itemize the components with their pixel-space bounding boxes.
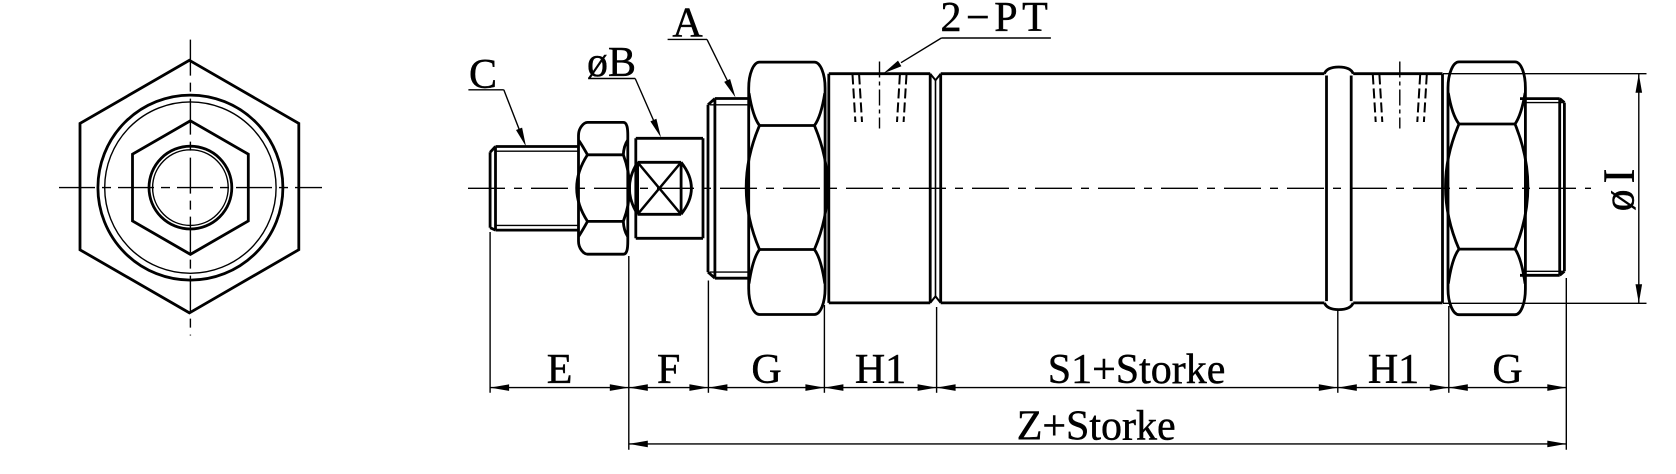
svg-text:E: E [547,347,573,393]
svg-text:C: C [469,52,497,98]
svg-text:Z+Storke: Z+Storke [1017,403,1176,449]
svg-text:G: G [1492,347,1522,393]
svg-text:S1+Storke: S1+Storke [1048,347,1226,393]
svg-text:øI: øI [1595,163,1644,212]
svg-text:H1: H1 [1368,347,1419,393]
svg-text:F: F [657,347,680,393]
svg-text:H1: H1 [855,347,906,393]
svg-text:G: G [751,347,781,393]
svg-text:2−PT: 2−PT [941,0,1053,41]
